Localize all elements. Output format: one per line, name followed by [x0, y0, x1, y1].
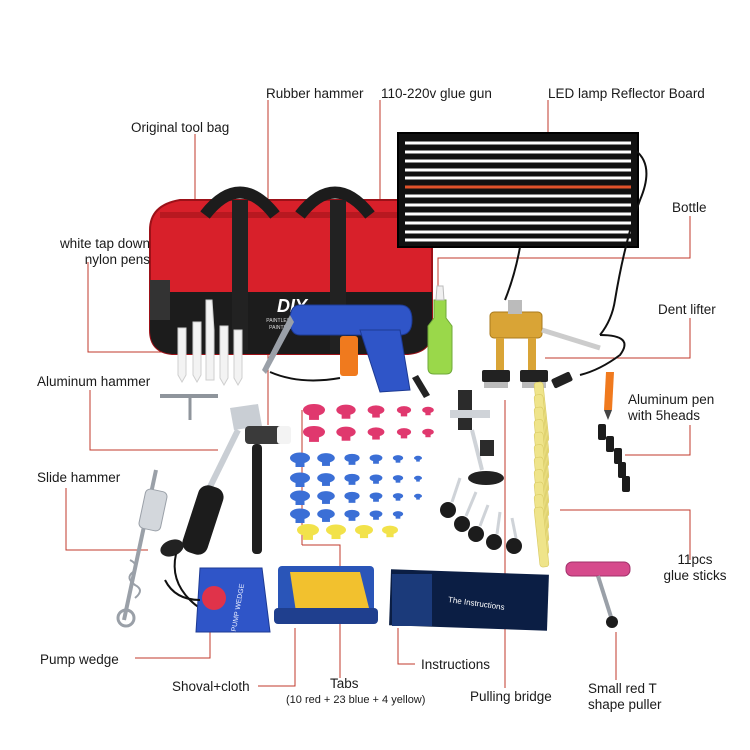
tab-red — [367, 427, 385, 440]
tab-blue — [392, 511, 404, 519]
tabs-grid — [290, 403, 434, 540]
label-slide-hammer: Slide hammer — [37, 470, 121, 485]
leader-shovel-cloth — [258, 628, 296, 687]
slide-hammer — [116, 469, 221, 628]
leader-aluminum-hammer — [89, 390, 218, 451]
tab-blue — [369, 492, 383, 502]
tab-blue — [414, 475, 422, 482]
label-aluminum-pen-line2: with 5heads — [628, 408, 701, 423]
tab-blue — [290, 472, 310, 487]
led-reflector-board — [397, 132, 648, 389]
instructions-manual: The Instructions — [389, 569, 549, 631]
label-led-board: LED lamp Reflector Board — [548, 86, 705, 101]
tab-blue — [414, 493, 422, 500]
tab-blue — [369, 474, 383, 484]
leader-bottle — [437, 216, 691, 296]
leader-glue-sticks — [560, 509, 691, 560]
tab-red — [336, 404, 356, 419]
leader-pump-wedge — [135, 620, 211, 659]
label-tool-bag: Original tool bag — [131, 120, 230, 135]
tab-blue — [369, 454, 383, 464]
glue-stick — [533, 506, 550, 568]
t-shape-puller — [565, 561, 631, 628]
aluminum-pen — [598, 372, 630, 492]
tab-blue — [290, 452, 310, 467]
tab-blue — [344, 491, 360, 503]
leader-instructions — [397, 628, 415, 665]
tab-red — [422, 406, 434, 416]
leader-slide-hammer — [65, 488, 148, 551]
label-nylon-pens: white tap down nylon pens — [30, 236, 150, 268]
label-bottle: Bottle — [672, 200, 707, 215]
aluminum-hammer — [160, 394, 262, 555]
label-glue-gun: 110-220v glue gun — [381, 86, 492, 101]
label-rubber-hammer: Rubber hammer — [266, 86, 364, 101]
label-aluminum-pen: Aluminum pen with 5heads — [628, 392, 714, 424]
pump-wedge: PUMP WEDGE — [164, 567, 271, 633]
label-tabs-detail: (10 red + 23 blue + 4 yellow) — [286, 694, 426, 706]
label-aluminum-pen-line1: Aluminum pen — [628, 392, 715, 407]
tab-red — [336, 426, 356, 441]
rubber-hammer — [245, 426, 291, 554]
tab-blue — [317, 491, 335, 504]
tab-blue — [317, 473, 335, 486]
label-glue-sticks: 11pcs glue sticks — [650, 552, 740, 584]
nylon-pens — [177, 299, 243, 387]
tab-yellow — [326, 524, 346, 539]
tab-blue — [392, 475, 404, 483]
shovel-cloth — [274, 566, 378, 624]
pulling-bridge — [440, 390, 522, 554]
label-aluminum-hammer: Aluminum hammer — [37, 374, 151, 389]
leader-aluminum-pen — [625, 425, 691, 456]
tab-red — [367, 405, 385, 418]
label-t-puller: Small red T shape puller — [588, 681, 662, 713]
tab-blue — [317, 453, 335, 466]
label-shovel-cloth: Shoval+cloth — [172, 679, 250, 694]
label-t-puller-line2: shape puller — [588, 697, 662, 712]
tab-red — [303, 403, 325, 420]
label-instructions: Instructions — [421, 657, 491, 672]
glue-gun — [262, 304, 430, 398]
label-glue-sticks-line2: glue sticks — [663, 568, 727, 583]
tab-blue — [344, 473, 360, 485]
leader-tabs — [302, 544, 341, 678]
label-nylon-pens-line1: white tap down — [59, 236, 150, 251]
leader-nylon-pens — [87, 262, 175, 353]
tab-blue — [392, 455, 404, 463]
tab-blue — [317, 509, 335, 522]
label-t-puller-line1: Small red T — [588, 681, 657, 696]
label-pulling-bridge: Pulling bridge — [470, 689, 552, 704]
glue-sticks — [533, 381, 550, 568]
tab-blue — [369, 510, 383, 520]
tab-blue — [290, 508, 310, 523]
tab-blue — [344, 453, 360, 465]
tab-red — [396, 428, 412, 439]
label-dent-lifter: Dent lifter — [658, 302, 716, 317]
tab-blue — [290, 490, 310, 505]
label-glue-sticks-line1: 11pcs — [677, 552, 713, 567]
tab-red — [422, 428, 434, 438]
tab-red — [303, 425, 325, 442]
tab-yellow — [382, 525, 398, 538]
glue-bottle — [427, 285, 453, 375]
label-tabs: Tabs — [330, 676, 359, 691]
tab-blue — [392, 493, 404, 501]
tab-blue — [344, 509, 360, 521]
label-pump-wedge: Pump wedge — [40, 652, 119, 667]
label-nylon-pens-line2: nylon pens — [84, 252, 150, 267]
tab-blue — [414, 455, 422, 462]
leader-dent-lifter — [545, 318, 691, 359]
tab-yellow — [355, 525, 373, 539]
tab-red — [396, 406, 412, 417]
tab-yellow — [297, 523, 319, 540]
